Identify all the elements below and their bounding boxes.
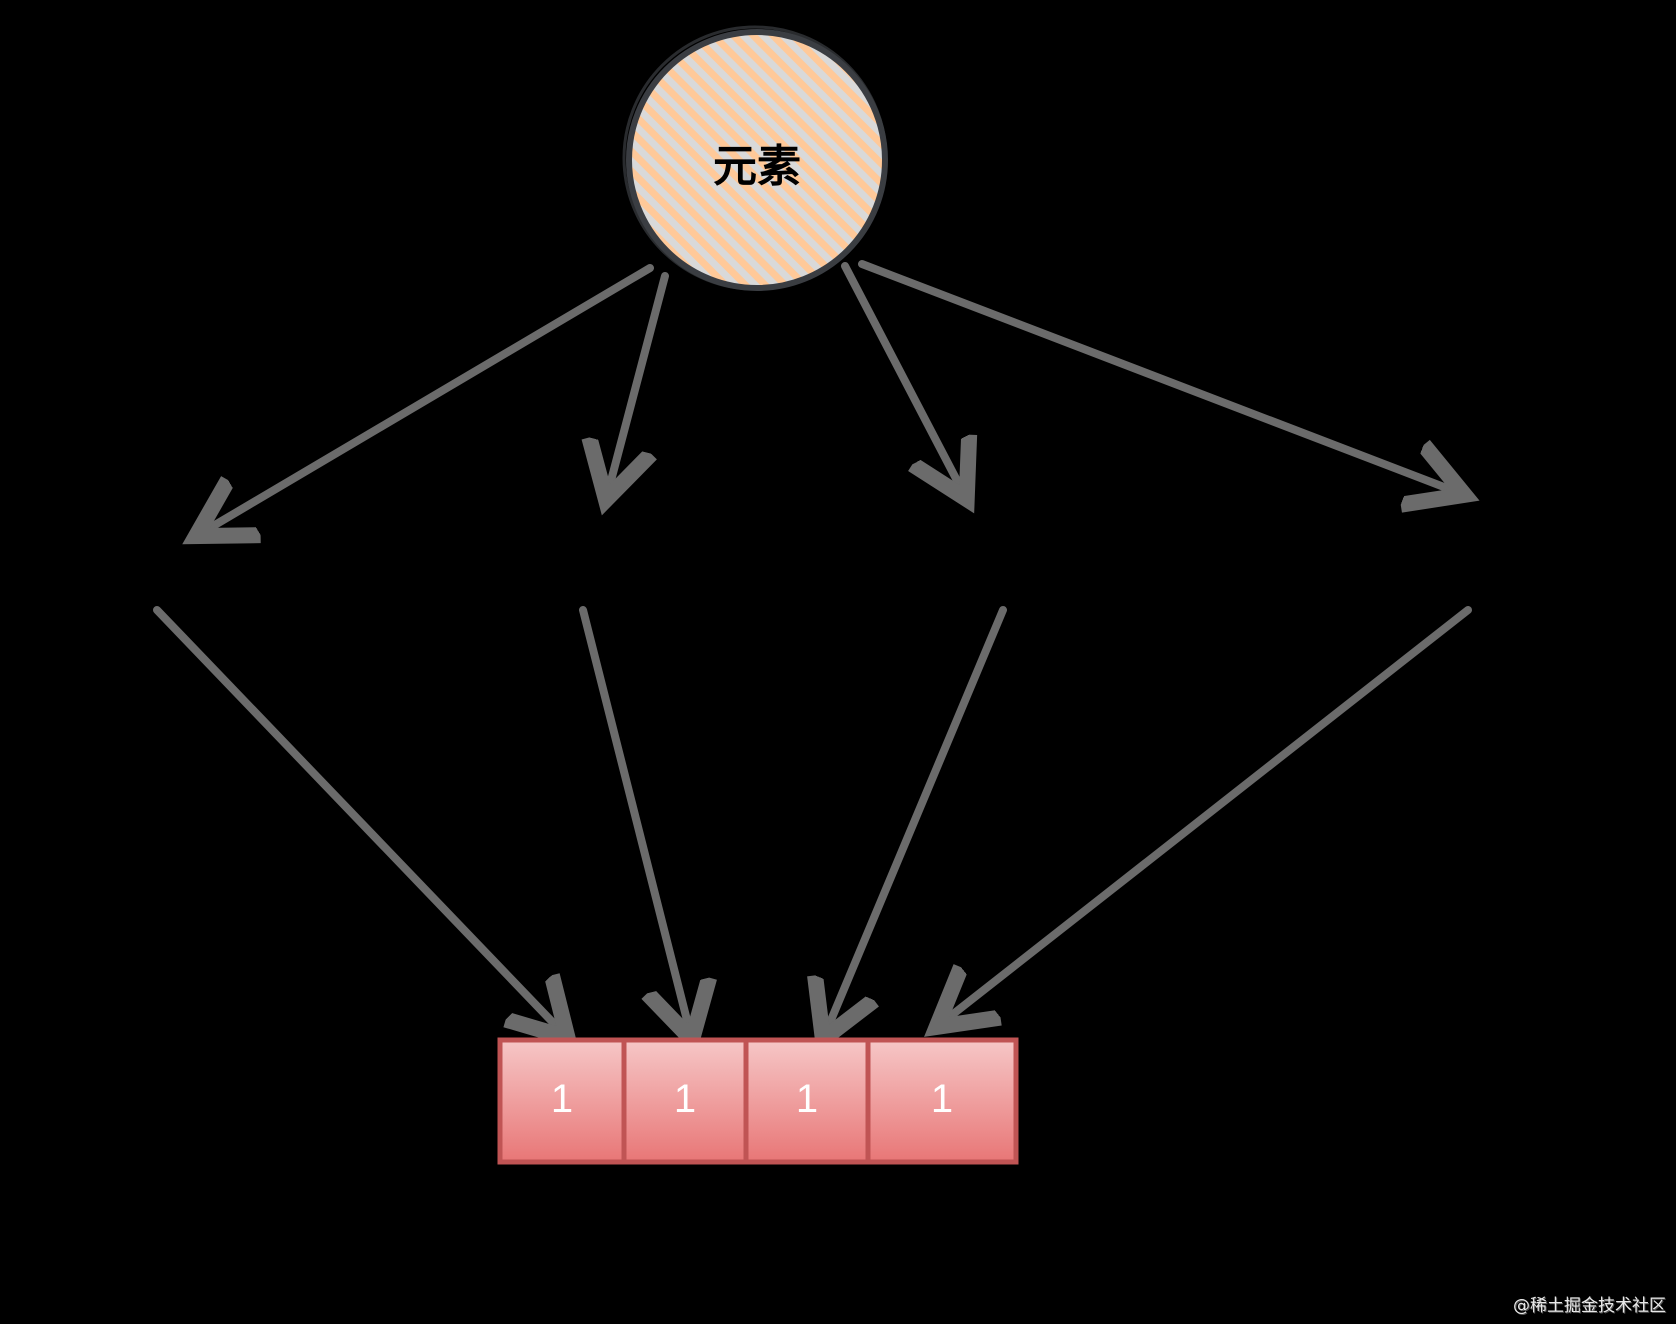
- upper-arrow-3: [841, 262, 963, 492]
- source-node: [622, 25, 888, 291]
- source-node-circle-sketch: [622, 25, 888, 291]
- array-cell-value: 1: [673, 1077, 697, 1121]
- array: [497, 1037, 1019, 1165]
- array-cell-2: [621, 1037, 749, 1165]
- lower-arrow-3: [826, 606, 1007, 1032]
- upper-arrow-4: [858, 260, 1457, 492]
- lower-arrow-4: [943, 606, 1472, 1022]
- upper-arrows: [203, 260, 1457, 532]
- upper-arrow-2: [608, 272, 669, 492]
- source-node-label: 元素: [713, 141, 801, 192]
- array-cell-value: 1: [550, 1077, 574, 1121]
- array-cell-4: [865, 1037, 1019, 1165]
- array-cell-1: [497, 1037, 627, 1165]
- array-cell-value: 1: [930, 1077, 954, 1121]
- array-cell-value: 1: [795, 1077, 819, 1121]
- watermark: @稀土掘金技术社区: [1513, 1296, 1666, 1316]
- lower-arrows: [153, 606, 1472, 1032]
- lower-arrow-1: [153, 606, 562, 1032]
- lower-arrow-2: [579, 606, 690, 1032]
- upper-arrow-1: [203, 264, 654, 532]
